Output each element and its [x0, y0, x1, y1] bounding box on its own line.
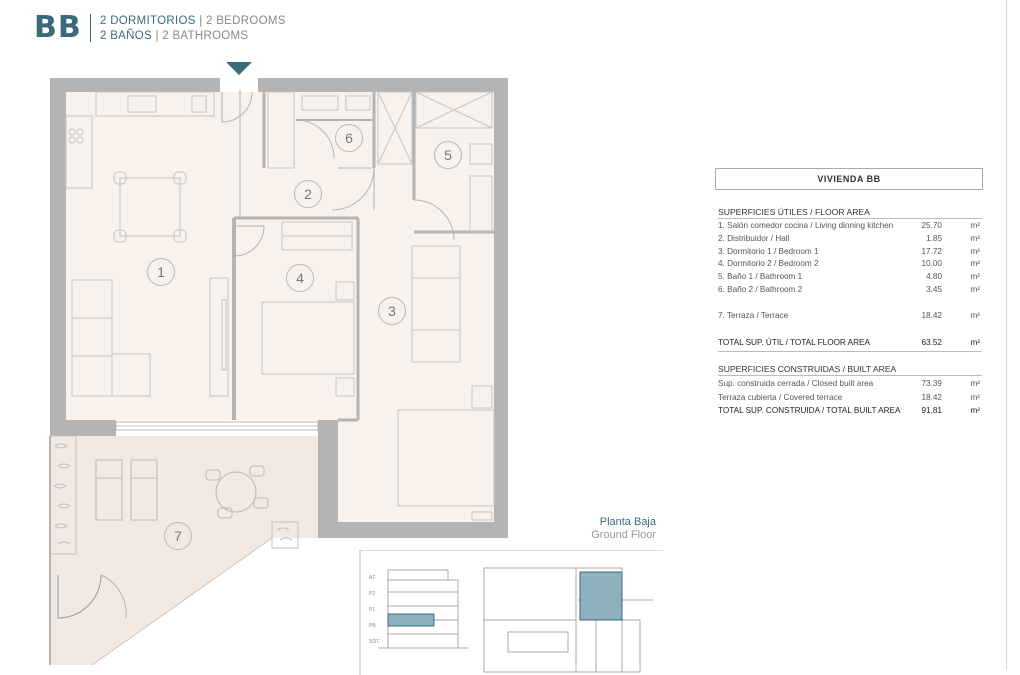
kitchen [65, 91, 215, 189]
bedroom2-furniture [261, 221, 355, 397]
level-label: P2 [369, 591, 375, 597]
bathrooms-es: 2 BAÑOS [100, 30, 152, 42]
doors [57, 91, 455, 619]
header-divider [90, 14, 91, 42]
table-row: 4. Dormitorio 2 / Bedroom 2 10.00 m² [718, 259, 980, 268]
floor-level-subtitle: Ground Floor [591, 529, 656, 541]
bedrooms-line: 2 DORMITORIOS | 2 BEDROOMS [100, 15, 286, 27]
table-row: 6. Baño 2 / Bathroom 2 3.45 m² [718, 285, 980, 294]
terrace-furniture [95, 459, 269, 521]
total-floor-area-row: TOTAL SUP. ÚTIL / TOTAL FLOOR AREA 63.52… [718, 338, 982, 352]
terrace-floor [50, 436, 330, 665]
level-label: SÓT. [369, 638, 380, 645]
table-row: Sup. construida cerrada / Closed built a… [718, 379, 980, 388]
building-section [378, 569, 468, 649]
floor-plan [49, 62, 508, 666]
room-number-6: 6 [335, 124, 363, 152]
room-number-5: 5 [434, 141, 462, 169]
bedroom1-floor [338, 200, 494, 522]
table-row: 1. Salón comedor cocina / Living dinning… [718, 221, 980, 230]
table-row: 3. Dormitorio 1 / Bedroom 1 17.72 m² [718, 247, 980, 256]
bedrooms-separator: | [199, 15, 203, 27]
location-key-plan: ÁT. P2 P1 PB SÓT. [359, 550, 663, 675]
dining-table [113, 171, 187, 243]
room-number-3: 3 [378, 297, 406, 325]
table-row: Terraza cubierta / Covered terrace 18.42… [718, 393, 980, 402]
room-number-1: 1 [147, 258, 175, 286]
highlighted-unit-plan [579, 571, 623, 621]
total-built-area-row: TOTAL SUP. CONSTRUIDA / TOTAL BUILT AREA… [718, 406, 980, 415]
level-label: PB [369, 623, 376, 629]
highlighted-floor-section [387, 613, 435, 627]
entrance-arrow [226, 62, 252, 75]
bathrooms-separator: | [155, 30, 159, 42]
bedrooms-en: 2 BEDROOMS [206, 15, 286, 27]
room-number-2: 2 [294, 180, 322, 208]
unit-table-title: VIVIENDA BB [715, 168, 983, 190]
level-labels: ÁT. P2 P1 PB SÓT. [369, 574, 380, 645]
table-row: 2. Distribuidor / Hall 1.85 m² [718, 234, 980, 243]
bedroom1-furniture [397, 245, 495, 521]
table-row: 5. Baño 1 / Bathroom 1 4.80 m² [718, 272, 980, 281]
outer-walls [50, 78, 508, 538]
bedrooms-es: 2 DORMITORIOS [100, 15, 196, 27]
bedroom2-floor [234, 218, 358, 420]
unit-code: BB [34, 10, 82, 45]
floor-level-title: Planta Baja [599, 516, 656, 528]
bathrooms-line: 2 BAÑOS | 2 BATHROOMS [100, 30, 248, 42]
bathroom-fixtures [267, 91, 493, 233]
terrace-row: 7. Terraza / Terrace 18.42 m² [718, 311, 980, 320]
room-number-7: 7 [164, 522, 192, 550]
room-number-4: 4 [286, 264, 314, 292]
level-label: ÁT. [369, 574, 376, 581]
page-border-right [1006, 0, 1007, 670]
floor-area-heading: SUPERFICIES ÚTILES / FLOOR AREA [718, 207, 982, 219]
level-label: P1 [369, 607, 375, 613]
bathrooms-en: 2 BATHROOMS [162, 30, 249, 42]
site-plan [483, 567, 653, 673]
living-furniture [71, 277, 229, 397]
built-area-heading: SUPERFICIES CONSTRUIDAS / BUILT AREA [718, 364, 982, 376]
